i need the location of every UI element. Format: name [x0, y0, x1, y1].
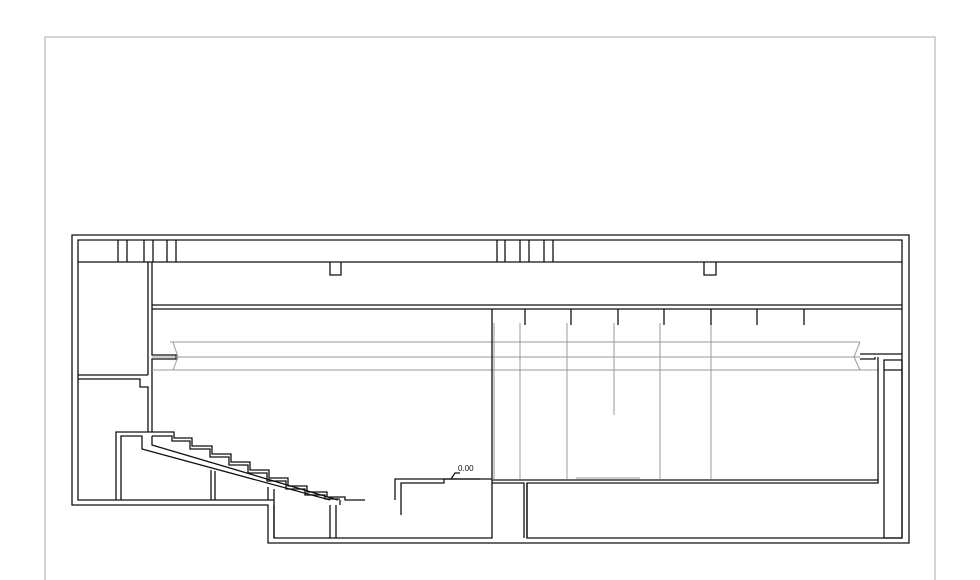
- ceiling-slab: [152, 304, 902, 310]
- sheet-frame: [44, 36, 936, 580]
- outer-shell: [71, 234, 910, 544]
- auditorium-seating: [115, 431, 365, 538]
- batten-hangers: [524, 309, 805, 325]
- stage: [394, 309, 903, 539]
- roof-band: [78, 240, 902, 276]
- elevation-label: 0.00: [458, 464, 474, 473]
- elevation-marker: 0.00: [450, 464, 474, 480]
- left-wall: [78, 262, 177, 432]
- fly-tower-lines: [152, 323, 878, 479]
